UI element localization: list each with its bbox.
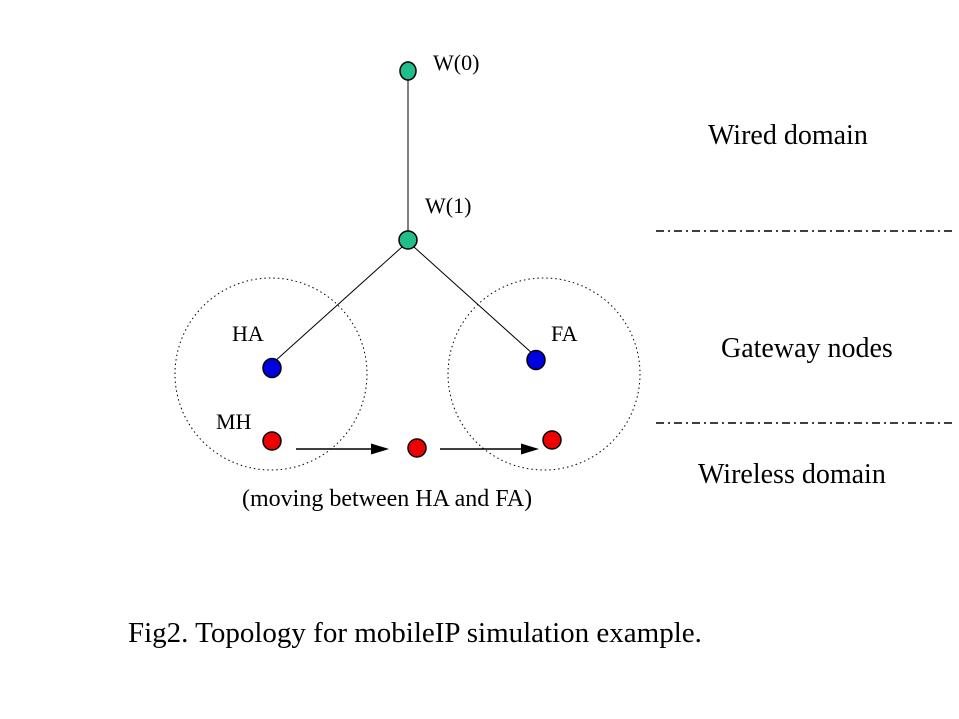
ha-label: HA bbox=[232, 321, 264, 346]
node-mh-at-fa bbox=[542, 430, 562, 450]
link-w1-fa bbox=[413, 246, 534, 355]
node-mh-middle bbox=[407, 438, 427, 458]
arrowhead-icon bbox=[371, 443, 389, 455]
w0-label: W(0) bbox=[433, 50, 480, 75]
arrowhead-icon bbox=[521, 443, 539, 455]
gateway-nodes-label: Gateway nodes bbox=[721, 333, 893, 364]
mh-move-arrow-2 bbox=[440, 443, 539, 455]
node-mh bbox=[262, 431, 282, 451]
link-w1-ha bbox=[273, 246, 403, 363]
figure-caption: Fig2. Topology for mobileIP simulation e… bbox=[128, 617, 702, 649]
wireless-domain-label: Wireless domain bbox=[698, 459, 886, 490]
moving-note: (moving between HA and FA) bbox=[242, 486, 533, 512]
fa-label: FA bbox=[551, 321, 578, 346]
wired-domain-label: Wired domain bbox=[708, 120, 868, 151]
fa-coverage-circle bbox=[447, 277, 641, 471]
node-ha bbox=[262, 357, 282, 379]
node-w1 bbox=[398, 230, 418, 250]
w1-label: W(1) bbox=[425, 193, 472, 218]
ha-coverage-circle bbox=[174, 277, 368, 471]
mh-move-arrow-1 bbox=[296, 443, 389, 455]
mh-label: MH bbox=[216, 409, 252, 434]
node-fa bbox=[526, 349, 546, 371]
node-w0 bbox=[399, 61, 417, 81]
